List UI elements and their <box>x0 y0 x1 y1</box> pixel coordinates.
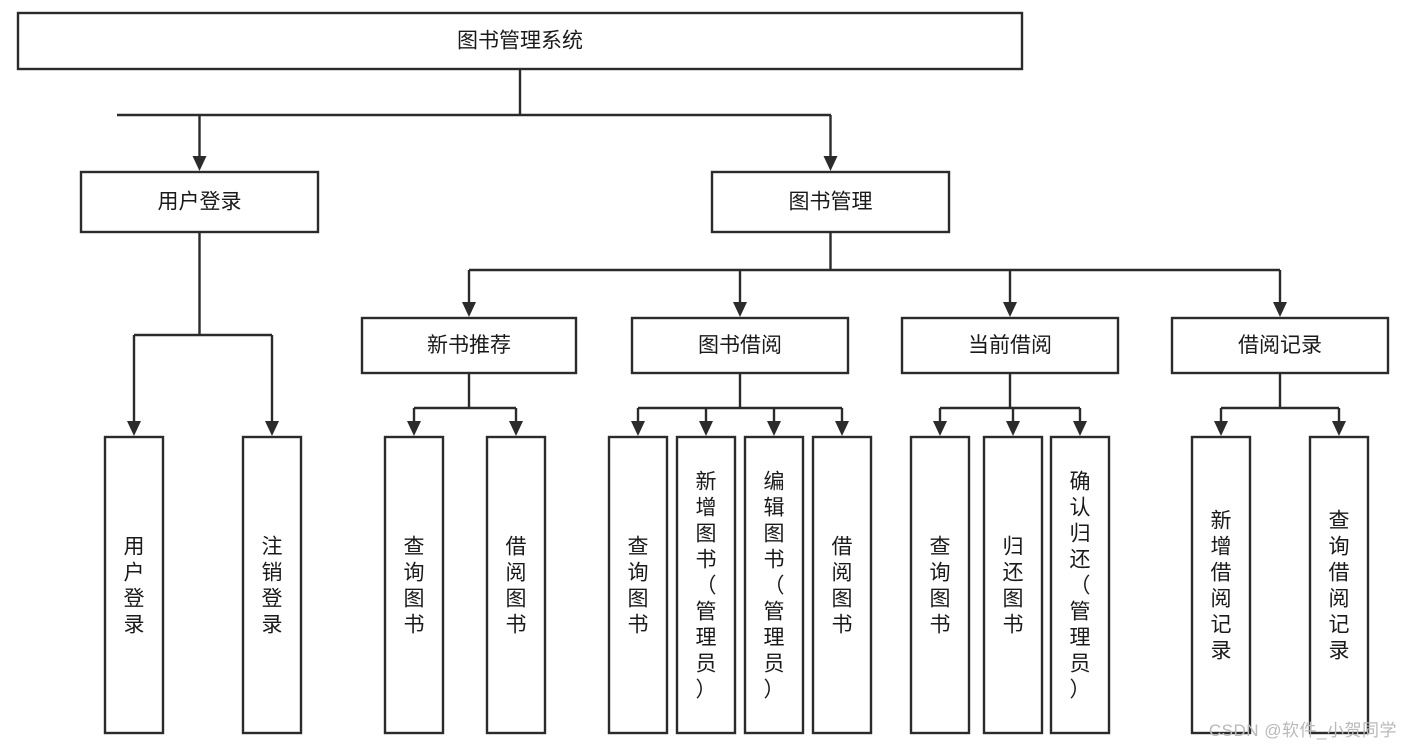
arrow-head-icon <box>631 421 645 436</box>
node-label: 查询图书 <box>404 535 425 636</box>
node-label: 编辑图书（管理员） <box>764 470 785 701</box>
node-label: 新增图书（管理员） <box>696 470 717 701</box>
arrow-head-icon <box>933 421 947 436</box>
node-records[interactable]: 借阅记录 <box>1170 316 1390 375</box>
node-layer: 图书管理系统用户登录图书管理新书推荐图书借阅当前借阅借阅记录用户登录注销登录查询… <box>16 11 1390 735</box>
node-box <box>675 435 737 735</box>
node-box <box>743 435 805 735</box>
node-leaf-borrow-edit[interactable]: 编辑图书（管理员） <box>743 435 805 735</box>
node-box <box>710 170 951 234</box>
node-label: 借阅记录 <box>1238 334 1322 357</box>
node-leaf-borrow-lend[interactable]: 借阅图书 <box>811 435 873 735</box>
node-box <box>630 316 850 375</box>
node-label: 确认归还（管理员） <box>1070 470 1091 701</box>
node-label: 查询借阅记录 <box>1329 509 1350 662</box>
node-leaf-borrow-add[interactable]: 新增图书（管理员） <box>675 435 737 735</box>
node-label: 归还图书 <box>1003 535 1024 636</box>
node-label: 借阅图书 <box>832 535 853 636</box>
arrow-head-icon <box>407 421 421 436</box>
node-label: 注销登录 <box>262 535 283 636</box>
arrow-head-icon <box>509 421 523 436</box>
node-leaf-cur-query[interactable]: 查询图书 <box>909 435 971 735</box>
node-login[interactable]: 用户登录 <box>79 170 320 234</box>
arrow-head-icon <box>1214 421 1228 436</box>
node-leaf-user-login[interactable]: 用户登录 <box>103 435 165 735</box>
arrow-head-icon <box>192 156 207 171</box>
node-box <box>360 316 578 375</box>
node-bookmgmt[interactable]: 图书管理 <box>710 170 951 234</box>
node-leaf-new-query[interactable]: 查询图书 <box>383 435 445 735</box>
node-box <box>900 316 1120 375</box>
node-box <box>485 435 547 735</box>
node-label: 借阅图书 <box>506 535 527 636</box>
node-box <box>16 11 1024 71</box>
node-leaf-rec-add[interactable]: 新增借阅记录 <box>1190 435 1252 735</box>
node-leaf-borrow-query[interactable]: 查询图书 <box>607 435 669 735</box>
node-borrow[interactable]: 图书借阅 <box>630 316 850 375</box>
node-leaf-rec-query[interactable]: 查询借阅记录 <box>1308 435 1370 735</box>
node-box <box>607 435 669 735</box>
arrow-head-icon <box>127 421 141 436</box>
node-box <box>79 170 320 234</box>
node-leaf-cur-confirm[interactable]: 确认归还（管理员） <box>1049 435 1111 735</box>
connector-layer <box>117 69 1346 436</box>
node-box <box>103 435 165 735</box>
arrow-head-icon <box>1273 302 1287 317</box>
arrow-head-icon <box>767 421 781 436</box>
node-label: 查询图书 <box>628 535 649 636</box>
node-leaf-user-logout[interactable]: 注销登录 <box>241 435 303 735</box>
arrow-head-icon <box>1006 421 1020 436</box>
node-box <box>982 435 1044 735</box>
node-leaf-cur-return[interactable]: 归还图书 <box>982 435 1044 735</box>
node-box <box>1170 316 1390 375</box>
node-label: 新增借阅记录 <box>1211 509 1232 662</box>
node-root[interactable]: 图书管理系统 <box>16 11 1024 71</box>
node-current[interactable]: 当前借阅 <box>900 316 1120 375</box>
node-box <box>1190 435 1252 735</box>
node-label: 图书管理系统 <box>457 30 583 53</box>
node-label: 当前借阅 <box>968 334 1052 357</box>
watermark-text: CSDN @软件_小贺同学 <box>1208 721 1397 740</box>
node-box <box>383 435 445 735</box>
node-box <box>241 435 303 735</box>
node-label: 新书推荐 <box>427 334 511 357</box>
arrow-head-icon <box>1332 421 1346 436</box>
arrow-head-icon <box>1073 421 1087 436</box>
node-label: 图书管理 <box>789 191 873 214</box>
node-box <box>811 435 873 735</box>
arrow-head-icon <box>823 156 838 171</box>
node-label: 用户登录 <box>158 191 242 214</box>
arrow-head-icon <box>462 302 476 317</box>
node-label: 图书借阅 <box>698 334 782 357</box>
arrow-head-icon <box>699 421 713 436</box>
node-box <box>1049 435 1111 735</box>
node-box <box>909 435 971 735</box>
node-leaf-new-borrow[interactable]: 借阅图书 <box>485 435 547 735</box>
node-label: 用户登录 <box>124 535 145 636</box>
node-label: 查询图书 <box>930 535 951 636</box>
arrow-head-icon <box>1003 302 1017 317</box>
node-box <box>1308 435 1370 735</box>
node-newbook[interactable]: 新书推荐 <box>360 316 578 375</box>
arrow-head-icon <box>733 302 747 317</box>
arrow-head-icon <box>835 421 849 436</box>
arrow-head-icon <box>265 421 279 436</box>
